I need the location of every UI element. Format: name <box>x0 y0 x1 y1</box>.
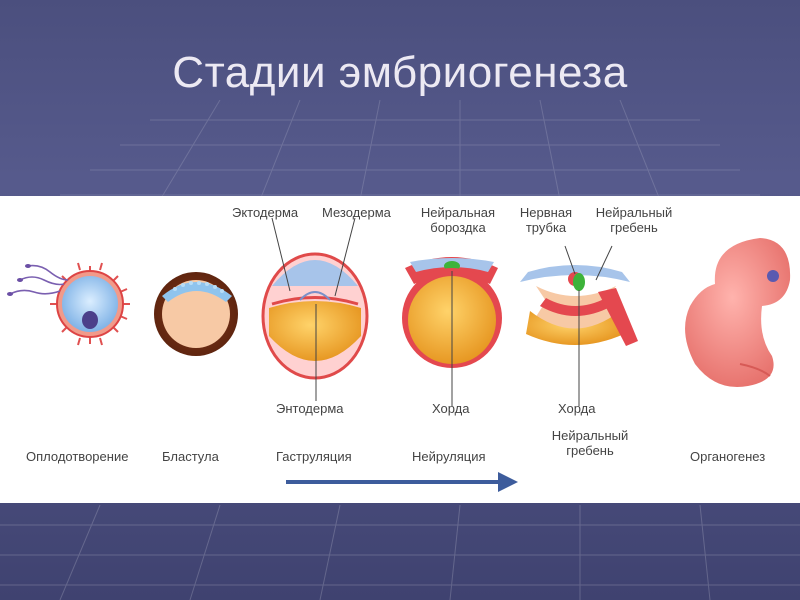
label-neural-crest-top: Нейральный гребень <box>595 205 673 235</box>
label-neural-tube: Нервная трубка <box>519 205 573 235</box>
decorative-grid-bottom <box>0 505 800 600</box>
label-notochord-2: Хорда <box>558 401 596 416</box>
label-mesoderm: Мезодерма <box>322 205 391 220</box>
embryogenesis-diagram <box>7 217 791 492</box>
slide-title: Стадии эмбриогенеза <box>172 48 628 97</box>
stage-blastula: Бластула <box>162 449 219 464</box>
organogenesis-drawing <box>685 238 791 388</box>
blastula-drawing <box>154 272 238 356</box>
label-ectoderm: Эктодерма <box>232 205 299 220</box>
neurulation-drawing <box>402 257 502 406</box>
stage-neurulation: Нейруляция <box>412 449 486 464</box>
neural-tube-drawing <box>520 245 638 406</box>
label-notochord-1: Хорда <box>432 401 470 416</box>
diagram-panel: Эктодерма Мезодерма Нейральная бороздка … <box>0 196 800 503</box>
stage-organogenesis: Органогенез <box>690 449 766 464</box>
decorative-grid-top <box>60 100 760 200</box>
arrow-right-icon <box>286 472 518 492</box>
label-endoderm: Энтодерма <box>276 401 344 416</box>
stage-fertilization: Оплодотворение <box>26 449 129 464</box>
gastrulation-drawing <box>261 252 369 380</box>
label-neural-crest-bottom: Нейральный гребень <box>551 428 629 458</box>
label-neural-groove: Нейральная бороздка <box>420 205 496 235</box>
fertilization-drawing <box>7 262 130 346</box>
stage-gastrulation: Гаструляция <box>276 449 352 464</box>
